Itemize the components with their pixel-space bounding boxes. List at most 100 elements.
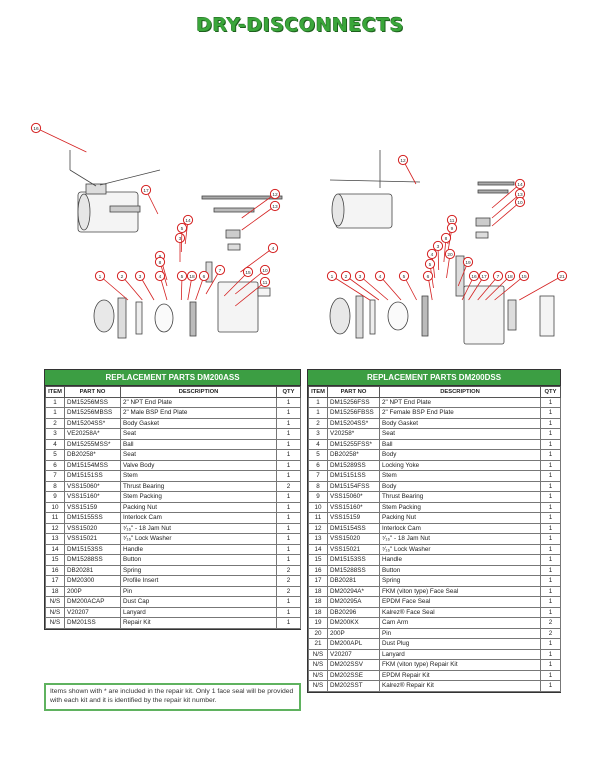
callout-circle [518, 270, 530, 282]
callout-number: 19 [465, 260, 471, 266]
item-cell: N/S [45, 606, 65, 618]
description-cell: Dust Cap [120, 596, 277, 608]
item-cell: 1 [308, 396, 328, 408]
callout-number: 10 [517, 200, 523, 206]
callout-circle [446, 222, 458, 234]
qty-cell: 1 [540, 543, 561, 555]
part-no-cell: VSS15159 [327, 512, 380, 524]
description-cell: Body [379, 449, 541, 461]
part-no-cell: DB20296 [327, 606, 380, 618]
part-no-cell: DM20300 [64, 575, 121, 587]
qty-cell: 1 [540, 480, 561, 492]
col-part-no: PART NO [327, 386, 380, 398]
item-cell: 6 [308, 459, 328, 471]
item-cell: 4 [45, 438, 65, 450]
part-no-cell: VSS15060* [64, 480, 121, 492]
item-cell: 2 [45, 417, 65, 429]
callout-circle [462, 256, 474, 268]
callout-circle [176, 222, 188, 234]
callout-leader-line [121, 275, 143, 301]
item-cell: 4 [308, 438, 328, 450]
callout-circle [326, 270, 338, 282]
part-no-cell: DM15256FBSS [327, 407, 380, 419]
item-cell: 14 [45, 543, 65, 555]
description-cell: Ball [120, 438, 277, 450]
callout-number: 4 [159, 274, 162, 280]
callout-leader-line [35, 127, 87, 153]
description-cell: Interlock Cam [379, 522, 541, 534]
item-cell: 21 [308, 638, 328, 650]
callout-number: 8 [159, 260, 162, 266]
item-cell: 12 [308, 522, 328, 534]
qty-cell: 1 [276, 522, 301, 534]
description-cell: Seat [120, 428, 277, 440]
callout-number: 18 [189, 274, 195, 280]
description-cell: Locking Yoke [379, 459, 541, 471]
description-cell: EPDM Repair Kit [379, 669, 541, 681]
callout-number: 10 [262, 268, 268, 274]
callout-number: 3 [139, 274, 142, 280]
description-cell: 2" Female BSP End Plate [379, 407, 541, 419]
qty-cell: 1 [276, 554, 301, 566]
item-cell: 18 [308, 585, 328, 597]
callout-number: 6 [427, 274, 430, 280]
callout-circle [432, 240, 444, 252]
qty-cell: 2 [276, 585, 301, 597]
qty-cell: 1 [540, 638, 561, 650]
item-cell: 3 [308, 428, 328, 440]
part-no-cell: DM202SSE [327, 669, 380, 681]
part-no-cell: 200P [64, 585, 121, 597]
qty-cell: 1 [540, 564, 561, 576]
item-cell: 13 [45, 533, 65, 545]
description-cell: Pin [379, 627, 541, 639]
item-cell: 18 [308, 606, 328, 618]
callout-circle [116, 270, 128, 282]
part-no-cell: DB20281 [64, 564, 121, 576]
callout-number: 15 [245, 270, 251, 276]
part-no-cell: DM15154FSS [327, 480, 380, 492]
callout-circle [154, 256, 166, 268]
callout-number: 14 [185, 218, 191, 224]
part-no-cell: VE20258A* [64, 428, 121, 440]
callout-circle [478, 270, 490, 282]
callout-number: 2 [121, 274, 124, 280]
item-cell: 10 [308, 501, 328, 513]
part-no-cell: V20207 [327, 648, 380, 660]
qty-cell: 1 [540, 470, 561, 482]
part-no-cell: DM15204SS* [327, 417, 380, 429]
callout-leader-line [494, 275, 525, 301]
col-item: ITEM [45, 386, 65, 398]
qty-cell: 1 [540, 680, 561, 692]
callout-circle [340, 270, 352, 282]
callout-circle [140, 184, 152, 196]
description-cell: Packing Nut [379, 512, 541, 524]
repair-kit-note: Items shown with * are included in the r… [44, 683, 301, 711]
item-cell: N/S [45, 596, 65, 608]
callout-circle [556, 270, 568, 282]
part-no-cell: DM15289SS [327, 459, 380, 471]
callout-number: 3 [179, 236, 182, 242]
description-cell: Interlock Cam [120, 512, 277, 524]
description-cell: Body Gasket [120, 417, 277, 429]
description-cell: Packing Nut [120, 501, 277, 513]
callout-number: 9 [451, 226, 454, 232]
description-cell: Button [379, 564, 541, 576]
callout-number: 7 [219, 268, 222, 274]
description-cell: Seat [120, 449, 277, 461]
callout-number: 1 [331, 274, 334, 280]
description-cell: Spring [379, 575, 541, 587]
part-no-cell: DM200APL [327, 638, 380, 650]
item-cell: 16 [45, 564, 65, 576]
